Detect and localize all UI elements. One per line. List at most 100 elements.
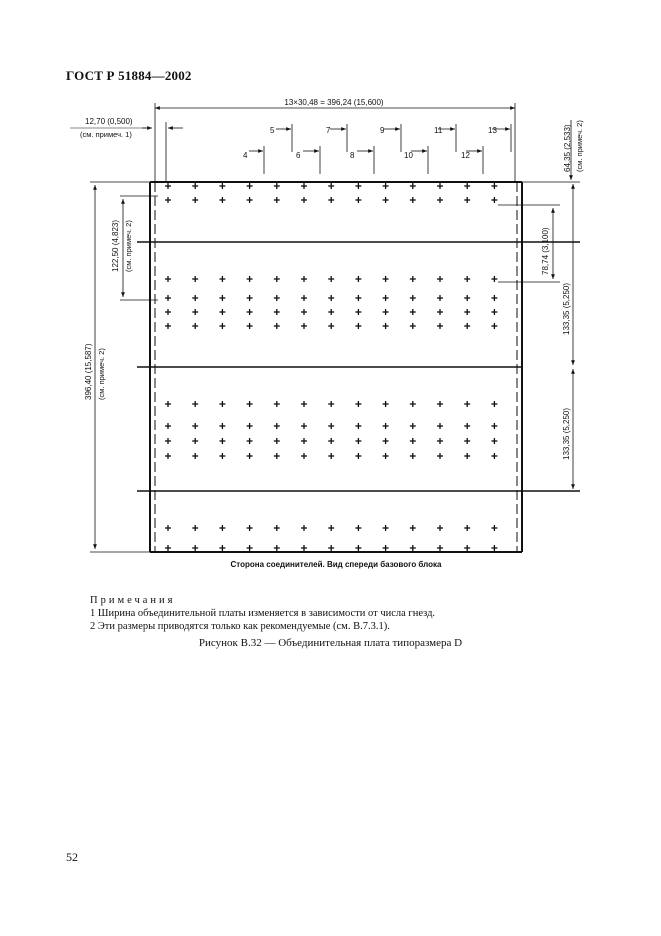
slot-dimension-marker: [384, 124, 402, 152]
connector-pin: [192, 183, 199, 189]
connector-pin: [328, 183, 335, 189]
connector-pin: [437, 197, 443, 203]
connector-pin: [246, 197, 253, 203]
connector-pin: [355, 295, 362, 301]
connector-pin: [464, 525, 471, 531]
connector-pin: [382, 183, 389, 189]
connector-pin: [355, 401, 362, 407]
connector-pin: [192, 525, 199, 531]
connector-pin: [246, 323, 253, 329]
connector-pin: [165, 401, 171, 407]
connector-pin: [165, 438, 171, 444]
slot-number-10: 10: [404, 151, 413, 160]
connector-pin: [301, 309, 307, 315]
connector-pin: [355, 525, 362, 531]
connector-pin: [491, 309, 498, 315]
connector-pin: [246, 453, 253, 459]
connector-pin: [273, 276, 280, 282]
connector-pin: [301, 276, 307, 282]
connector-pin: [219, 323, 226, 329]
connector-pin: [328, 453, 335, 459]
connector-pin: [301, 197, 307, 203]
connector-pin: [464, 276, 471, 282]
connector-pin: [246, 276, 253, 282]
connector-pin: [192, 197, 199, 203]
connector-pin: [382, 197, 389, 203]
connector-pin: [464, 323, 471, 329]
connector-pin: [382, 423, 389, 429]
connector-pin: [165, 197, 171, 203]
connector-pin: [301, 545, 307, 551]
connector-pin: [165, 525, 171, 531]
connector-pin: [165, 453, 171, 459]
connector-pin: [355, 438, 362, 444]
connector-pin: [382, 276, 389, 282]
slot-dimension-marker: [249, 146, 265, 174]
connector-pin: [165, 423, 171, 429]
connector-pin: [464, 197, 471, 203]
connector-pin: [382, 545, 389, 551]
right-dim-note: (см. примеч. 2): [575, 120, 584, 172]
connector-pin: [192, 276, 199, 282]
connector-pin: [273, 545, 280, 551]
connector-pin: [409, 401, 416, 407]
connector-pin: [273, 295, 280, 301]
connector-pin: [328, 197, 335, 203]
figure-caption: Рисунок В.32 — Объединительная плата тип…: [198, 637, 463, 649]
connector-pin: [409, 323, 416, 329]
connector-pin: [464, 401, 471, 407]
connector-pin: [219, 438, 226, 444]
notes-title: Примечания: [90, 595, 176, 606]
connector-pin: [328, 276, 335, 282]
connector-pin: [491, 295, 498, 301]
slot-number-7: 7: [326, 126, 331, 135]
connector-pin: [165, 276, 171, 282]
connector-pin: [273, 197, 280, 203]
connector-pin: [192, 323, 199, 329]
connector-pin: [328, 525, 335, 531]
right-dim-value: 64,35 (2,533): [563, 124, 572, 172]
connector-pin: [355, 545, 362, 551]
connector-pin: [273, 438, 280, 444]
backplane-drawing: 13×30,48 = 396,24 (15,600) 12,70 (0,500)…: [70, 98, 584, 569]
slot-number-6: 6: [296, 151, 301, 160]
connector-pin: [301, 295, 307, 301]
connector-pin: [437, 525, 443, 531]
connector-pin: [464, 183, 471, 189]
connector-pin: [273, 323, 280, 329]
connector-pin: [328, 545, 335, 551]
dim-396-note: (см. примеч. 2): [97, 348, 106, 400]
connector-pin: [491, 197, 498, 203]
connector-pin: [219, 276, 226, 282]
connector-pin: [491, 401, 498, 407]
slot-dimension-marker: [330, 124, 348, 152]
connector-pin: [491, 545, 498, 551]
connector-pin: [464, 545, 471, 551]
connector-pin: [491, 525, 498, 531]
connector-pin: [464, 295, 471, 301]
connector-pin: [192, 401, 199, 407]
slot-number-5: 5: [270, 126, 275, 135]
notes-block: Примечания 1 Ширина объединительной плат…: [90, 594, 435, 633]
connector-pin: [301, 438, 307, 444]
connector-pin: [273, 525, 280, 531]
connector-pin: [273, 453, 280, 459]
slot-dimension-marker: [303, 146, 321, 174]
connector-pin: [491, 276, 498, 282]
connector-pin: [409, 545, 416, 551]
connector-pin: [437, 453, 443, 459]
connector-pin: [301, 423, 307, 429]
connector-pin: [409, 453, 416, 459]
connector-pin: [409, 309, 416, 315]
connector-pin: [382, 401, 389, 407]
connector-pin: [246, 423, 253, 429]
connector-pin: [437, 276, 443, 282]
connector-pin: [382, 438, 389, 444]
connector-pin: [355, 197, 362, 203]
connector-pin: [328, 438, 335, 444]
document-header: ГОСТ Р 51884—2002: [66, 68, 192, 83]
slot-number-12: 12: [461, 151, 470, 160]
connector-pin: [301, 401, 307, 407]
connector-pin: [246, 438, 253, 444]
connector-pin: [192, 423, 199, 429]
